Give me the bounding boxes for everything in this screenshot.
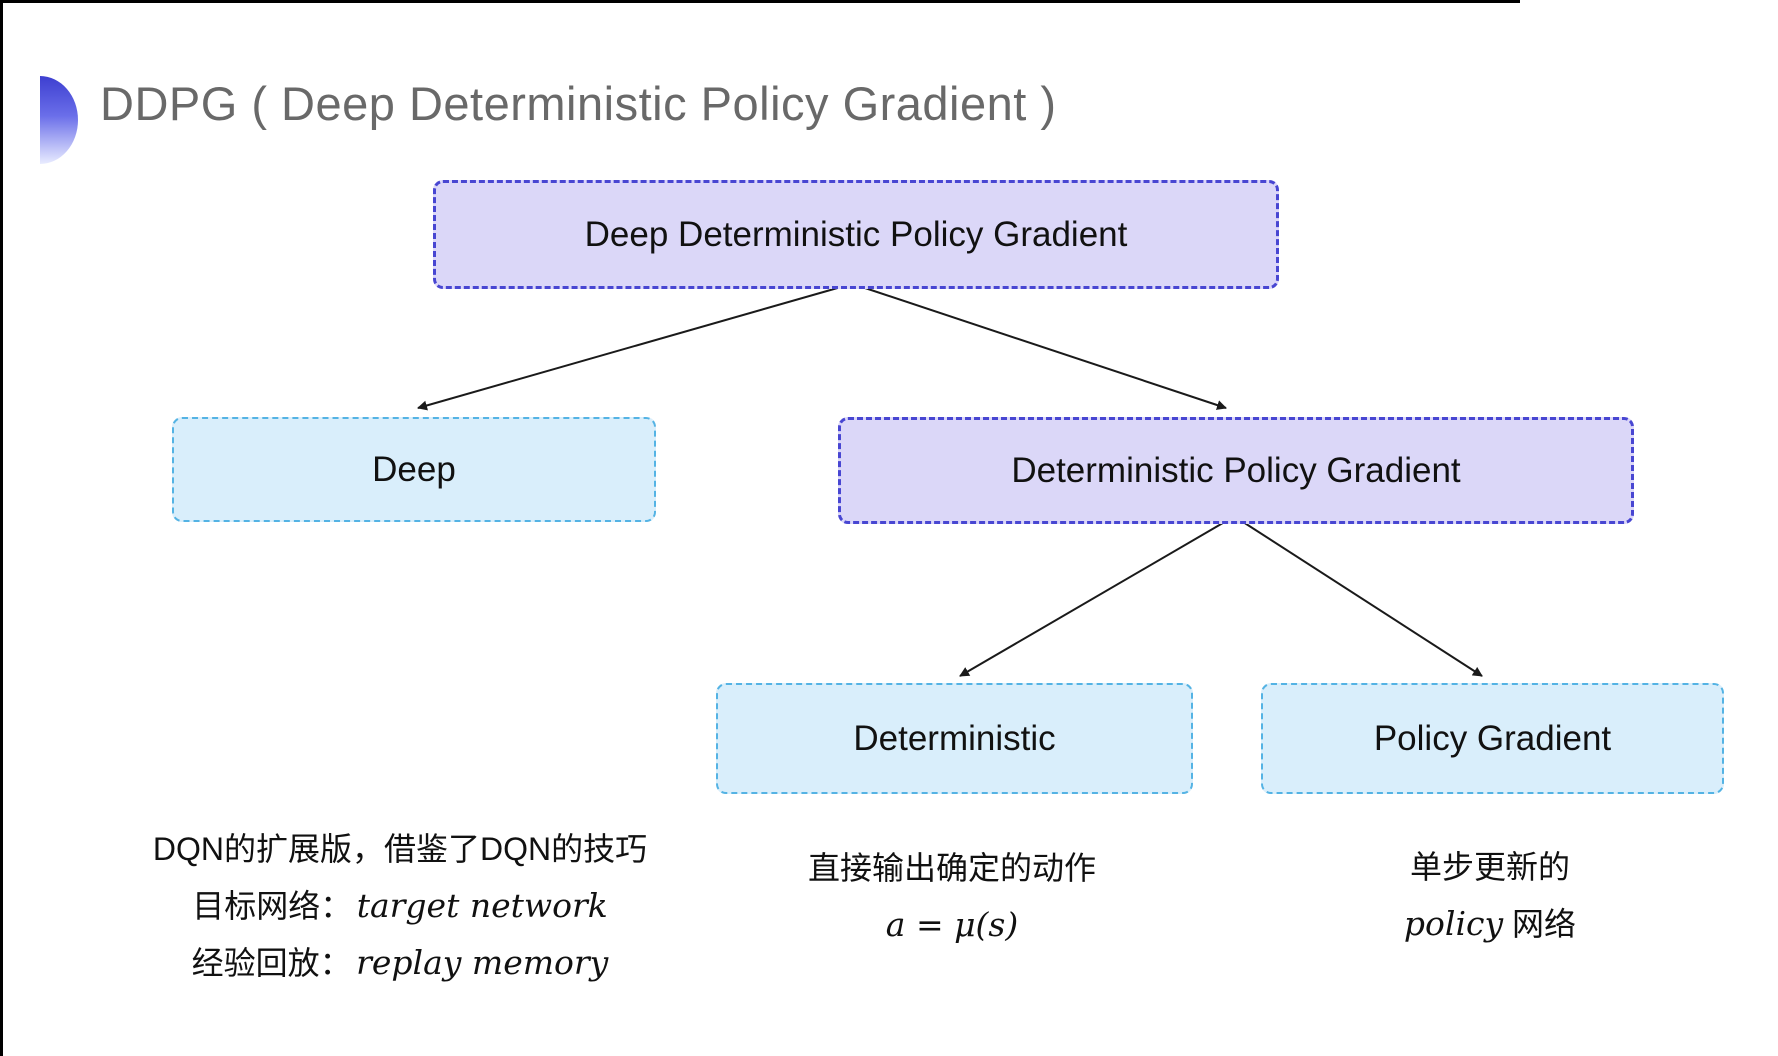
note-deep-line2-value: target network bbox=[356, 886, 608, 925]
arrow-root-to-deep bbox=[417, 284, 849, 411]
arrow-dpg-to-policy-gradient bbox=[1239, 519, 1483, 677]
node-dpg-label: Deterministic Policy Gradient bbox=[1011, 450, 1461, 490]
note-deep-line1: DQN的扩展版，借鉴了DQN的技巧 bbox=[152, 831, 648, 867]
arrow-root-to-dpg bbox=[855, 284, 1227, 410]
arrow-dpg-to-deterministic bbox=[959, 519, 1229, 677]
note-policy-gradient-line2-italic: policy bbox=[1403, 904, 1504, 943]
note-deep-line2-label: 目标网络： bbox=[192, 888, 353, 924]
note-deep: DQN的扩展版，借鉴了DQN的技巧 目标网络： target network 经… bbox=[130, 833, 670, 1003]
note-policy-gradient: 单步更新的 policy 网络 bbox=[1270, 851, 1710, 964]
note-policy-gradient-line2: policy 网络 bbox=[1270, 907, 1710, 940]
title-bullet-icon bbox=[40, 76, 78, 164]
node-policy-gradient-label: Policy Gradient bbox=[1373, 718, 1612, 758]
note-policy-gradient-line1: 单步更新的 bbox=[1409, 849, 1570, 885]
node-root: Deep Deterministic Policy Gradient bbox=[433, 180, 1279, 289]
note-deep-line3-label: 经验回放： bbox=[191, 945, 352, 981]
note-policy-gradient-line2-rest: 网络 bbox=[1503, 906, 1577, 942]
note-deterministic-formula: a = μ(s) bbox=[885, 905, 1019, 944]
window-edge-left bbox=[0, 0, 3, 1056]
node-policy-gradient: Policy Gradient bbox=[1261, 683, 1724, 794]
node-deep: Deep bbox=[172, 417, 656, 522]
window-edge-top bbox=[0, 0, 1520, 3]
note-deep-line3: 经验回放： replay memory bbox=[130, 946, 670, 979]
note-deep-line3-value: replay memory bbox=[356, 943, 609, 982]
node-deterministic-label: Deterministic bbox=[853, 718, 1056, 758]
node-root-label: Deep Deterministic Policy Gradient bbox=[584, 214, 1128, 254]
note-deterministic: 直接输出确定的动作 a = μ(s) bbox=[732, 852, 1172, 965]
node-deep-label: Deep bbox=[372, 449, 456, 489]
page-title: DDPG ( Deep Deterministic Policy Gradien… bbox=[100, 77, 1057, 130]
note-deterministic-line1: 直接输出确定的动作 bbox=[807, 850, 1096, 886]
node-deterministic: Deterministic bbox=[716, 683, 1193, 794]
node-deterministic-policy-gradient: Deterministic Policy Gradient bbox=[838, 417, 1634, 524]
note-deep-line2: 目标网络： target network bbox=[130, 889, 670, 922]
